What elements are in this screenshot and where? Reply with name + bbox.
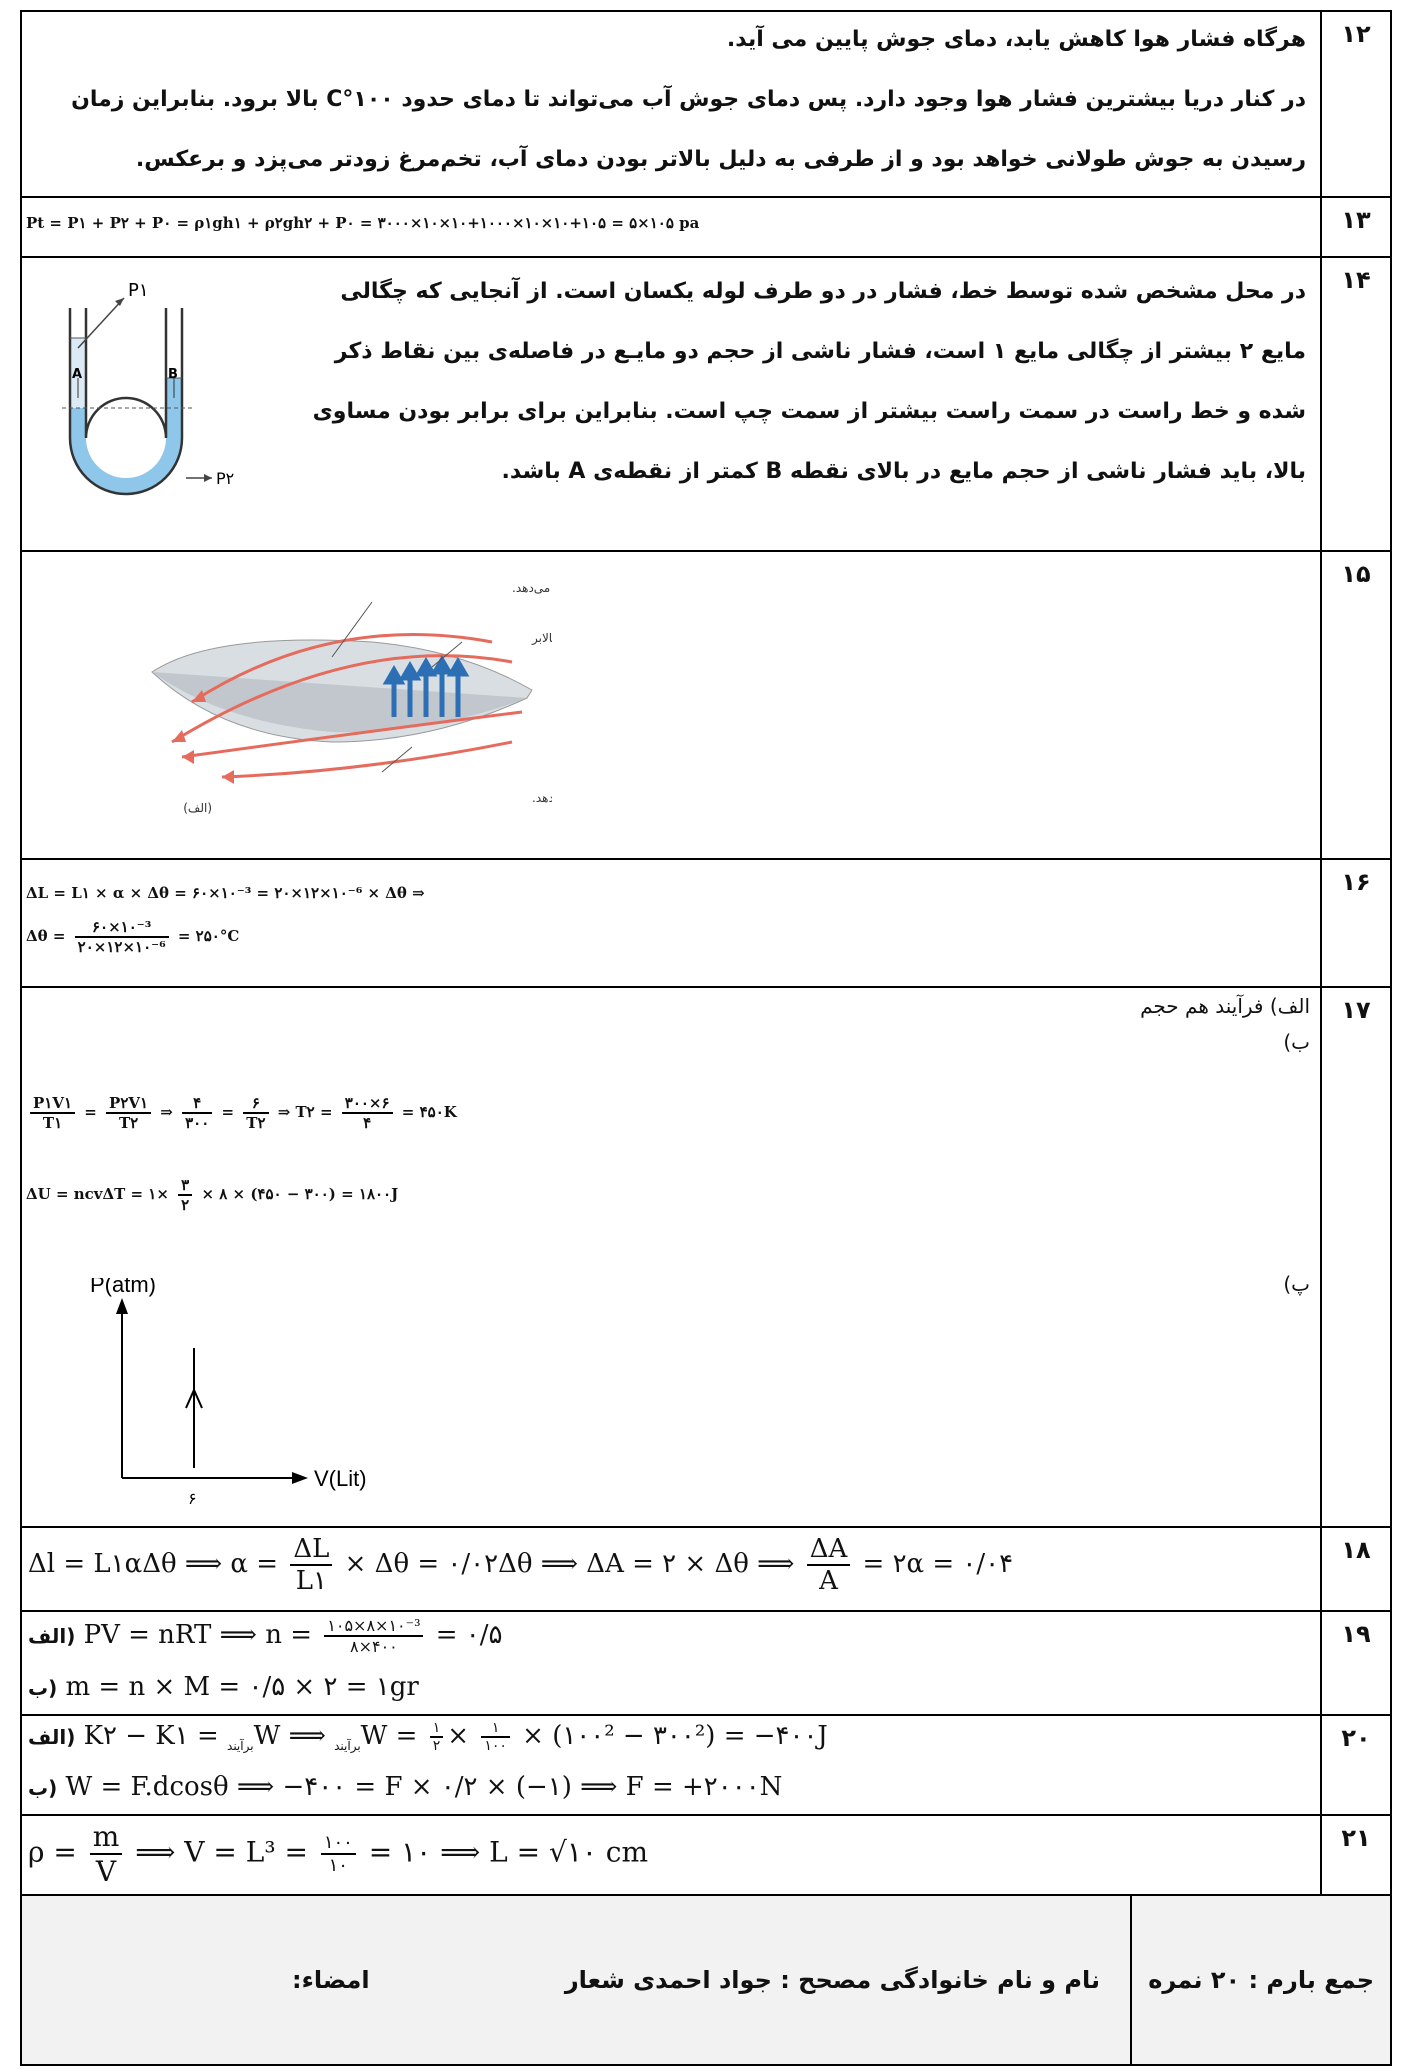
y-axis-label: P(atm) (90, 1278, 156, 1297)
question-number: ۱۷ (1320, 988, 1390, 1526)
answer-line: در محل مشخص شده توسط خط، فشار در دو طرف … (340, 279, 1306, 304)
delta-theta-lhs: Δθ = (26, 927, 66, 945)
pressure-equation: Pt = P۱ + P۲ + P۰ = ρ۱gh۱ + ρ۲gh۲ + P۰ =… (26, 214, 700, 232)
part-b-label: ب) (1283, 1030, 1310, 1054)
part-a-text: الف) فرآیند هم حجم (1140, 994, 1310, 1018)
label-a: A (72, 367, 82, 382)
u-tube-diagram: P۱ P۲ A B (62, 280, 234, 496)
answer-line: هرگاه فشار هوا کاهش یابد، دمای جوش پایین… (726, 27, 1306, 52)
question-number: ۱۲ (1320, 12, 1390, 196)
total-score: جمع بارم : ۲۰ نمره (1148, 1966, 1374, 1994)
answer-line: مایع ۲ بیشتر از چگالی مایع ۱ است، فشار ن… (334, 339, 1306, 364)
label-slow-flow: جریان آرام هوا، فشار را افزایش می‌دهد. (532, 790, 552, 806)
label-fast-flow: جریان تند هوا، فشار را کاهش می‌دهد. (512, 581, 552, 596)
answer-row-12: ۱۲ هرگاه فشار هوا کاهش یابد، دمای جوش پا… (22, 12, 1390, 198)
x-axis-label: V(Lit) (314, 1466, 367, 1491)
fraction-numerator: ۶۰×۱۰⁻³ (74, 918, 169, 938)
answer-line: بالا، باید فشار ناشی از حجم مایع در بالا… (501, 459, 1307, 484)
footer: جمع بارم : ۲۰ نمره نام و نام خانوادگی مص… (22, 1896, 1390, 2064)
part-c-label: پ) (1283, 1272, 1310, 1296)
answer-row-14: ۱۴ در محل مشخص شده توسط خط، فشار در دو ط… (22, 258, 1390, 552)
fraction-denominator: ۲۰×۱۲×۱۰⁻⁶ (77, 938, 166, 956)
answer-row-13: ۱۳ Pt = P۱ + P۲ + P۰ = ρ۱gh۱ + ρ۲gh۲ + P… (22, 198, 1390, 258)
question-number: ۲۱ (1320, 1816, 1390, 1894)
answer-row-16: ۱۶ ΔL = L۱ × α × Δθ = ۶۰×۱۰⁻³ = ۲۰×۱۲×۱۰… (22, 860, 1390, 988)
question-number: ۱۶ (1320, 860, 1390, 986)
x-tick-label: ۶ (188, 1489, 197, 1508)
answer-row-15: ۱۵ (22, 552, 1390, 860)
force-equation: ب) W = F.dcosθ ⟹ −۴۰۰ = F × ۰/۲ × (−۱) ⟹… (28, 1772, 783, 1802)
grader-name: نام و نام خانوادگی مصحح : جواد احمدی شعا… (564, 1966, 1100, 1994)
expansion-equation: ΔL = L۱ × α × Δθ = ۶۰×۱۰⁻³ = ۲۰×۱۲×۱۰⁻⁶ … (26, 884, 425, 902)
signature-label: امضاء: (292, 1966, 370, 1994)
mass-equation: ب) m = n × M = ۰/۵ × ۲ = ۱gr (28, 1672, 419, 1702)
answer-sheet: ۱۲ هرگاه فشار هوا کاهش یابد، دمای جوش پا… (20, 10, 1392, 2066)
question-number: ۱۸ (1320, 1528, 1390, 1610)
question-number: ۱۵ (1320, 552, 1390, 858)
label-p1: P۱ (128, 280, 149, 301)
pv-graph: P(atm) V(Lit) ۶ (90, 1278, 367, 1508)
figure-caption: (الف) (183, 801, 212, 815)
answer-line: رسیدن به جوش طولانی خواهد بود و از طرفی … (135, 147, 1306, 172)
delta-theta-result: = ۲۵۰°C (177, 927, 240, 945)
answer-line: در کنار دریا بیشترین فشار هوا وجود دارد.… (71, 87, 1306, 112)
answer-line: شده و خط راست در سمت راست بیشتر از سمت چ… (312, 399, 1306, 424)
airfoil-lift-diagram: جریان تند هوا، فشار را کاهش می‌دهد. نیرو… (151, 581, 552, 815)
question-number: ۲۰ (1320, 1716, 1390, 1814)
question-number: ۱۴ (1320, 258, 1390, 550)
label-b: B (168, 367, 178, 382)
question-number: ۱۳ (1320, 198, 1390, 256)
question-number: ۱۹ (1320, 1612, 1390, 1714)
label-p2: P۲ (216, 469, 234, 488)
